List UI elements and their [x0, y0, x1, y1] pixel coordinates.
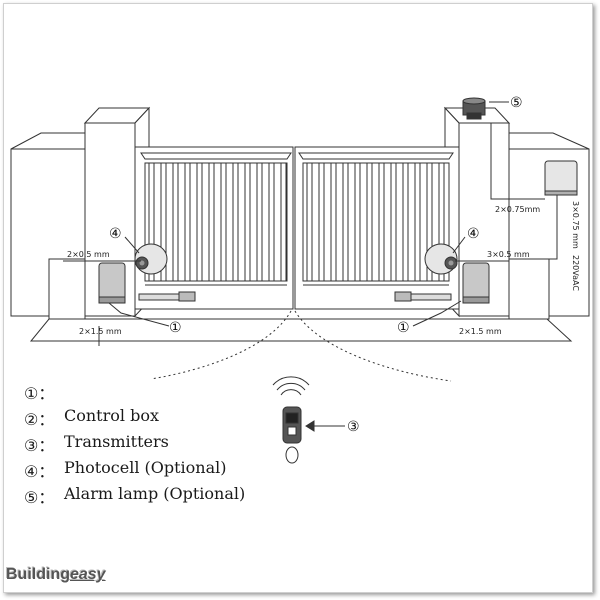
leader-1-left: [108, 302, 170, 327]
callout-1-right: ①: [397, 320, 410, 336]
gate-bar: [306, 162, 313, 282]
gate-bar: [318, 162, 325, 282]
gate-bar: [330, 162, 337, 282]
gate-bar: [196, 162, 203, 282]
gate-bar: [220, 162, 227, 282]
measure-power-voltage: 220VaAC: [571, 255, 580, 291]
gate-bars-left: [148, 162, 287, 282]
callout-5: ⑤: [510, 95, 523, 111]
legend-num-2: ②：: [24, 410, 55, 429]
gate-bar: [378, 162, 385, 282]
gate-bar: [390, 162, 397, 282]
gate-bar: [256, 162, 263, 282]
leader-4-left: [124, 236, 140, 254]
motor-arm-left: [138, 291, 196, 302]
gate-bars-right: [306, 162, 445, 282]
measure-lamp-cable: 2×0.75mm: [495, 205, 540, 214]
measure-right-photocell-cable: 3×0.5 mm: [487, 250, 530, 259]
legend-num-5: ⑤：: [24, 488, 55, 507]
callout-4-right: ④: [467, 226, 480, 242]
swing-arc-right: [294, 310, 452, 382]
gate-bar: [148, 162, 155, 282]
gate-bar: [232, 162, 239, 282]
gate-bar: [268, 162, 275, 282]
diagram-frame: ④ ④ ① ① ⑤ ③ 2×0.5 mm 2×1.5 mm 3×0.5 mm 2…: [3, 3, 593, 593]
gate-bar: [172, 162, 179, 282]
gate-bar: [184, 162, 191, 282]
legend-num-3: ③：: [24, 436, 55, 455]
callout-3: ③: [347, 419, 360, 435]
legend-num-4: ④：: [24, 462, 55, 481]
measure-power-cable: 3×0.75 mm: [571, 201, 580, 249]
leader-1-right: [412, 300, 462, 327]
cable-lamp: [490, 123, 545, 200]
gate-bar: [354, 162, 361, 282]
brand-part2: easy: [69, 566, 106, 583]
gate-bar: [342, 162, 349, 282]
brand-watermark: Buildingeasy: [6, 566, 106, 584]
power-supply-box: [544, 160, 578, 196]
swing-arc-left: [150, 310, 292, 380]
ground: [29, 258, 573, 342]
legend-text-4: Photocell (Optional): [64, 458, 227, 477]
transmitter-remote: [272, 376, 345, 464]
gate-bar: [426, 162, 433, 282]
measure-right-ground-cable: 2×1.5 mm: [459, 327, 502, 336]
legend-text-2: Control box: [64, 406, 159, 425]
brand-part1: Building: [6, 566, 70, 583]
gate-bar: [402, 162, 409, 282]
leader-4-right: [452, 236, 466, 254]
gate-bar: [160, 162, 167, 282]
gate-bar: [244, 162, 251, 282]
gate-bar: [208, 162, 215, 282]
gate-bar: [280, 162, 287, 282]
measure-left-ground-cable: 2×1.5 mm: [79, 327, 122, 336]
gate-bar: [366, 162, 373, 282]
legend-text-3: Transmitters: [64, 432, 169, 451]
photocell-left: [134, 243, 168, 275]
callout-1-left: ①: [169, 320, 182, 336]
motor-arm-right: [394, 291, 452, 302]
photocell-right: [424, 243, 458, 275]
control-box-right: [462, 262, 490, 304]
legend-text-5: Alarm lamp (Optional): [64, 484, 246, 503]
cable-power: [509, 195, 558, 260]
measure-left-photocell-cable: 2×0.5 mm: [67, 250, 110, 259]
alarm-lamp: [462, 97, 486, 120]
legend-num-1: ①：: [24, 384, 55, 403]
callout-4-left: ④: [109, 226, 122, 242]
gate-bar: [414, 162, 421, 282]
gate-bar: [438, 162, 445, 282]
control-box-left: [98, 262, 126, 304]
gate-diagram: ④ ④ ① ① ⑤ ③ 2×0.5 mm 2×1.5 mm 3×0.5 mm 2…: [10, 95, 590, 464]
